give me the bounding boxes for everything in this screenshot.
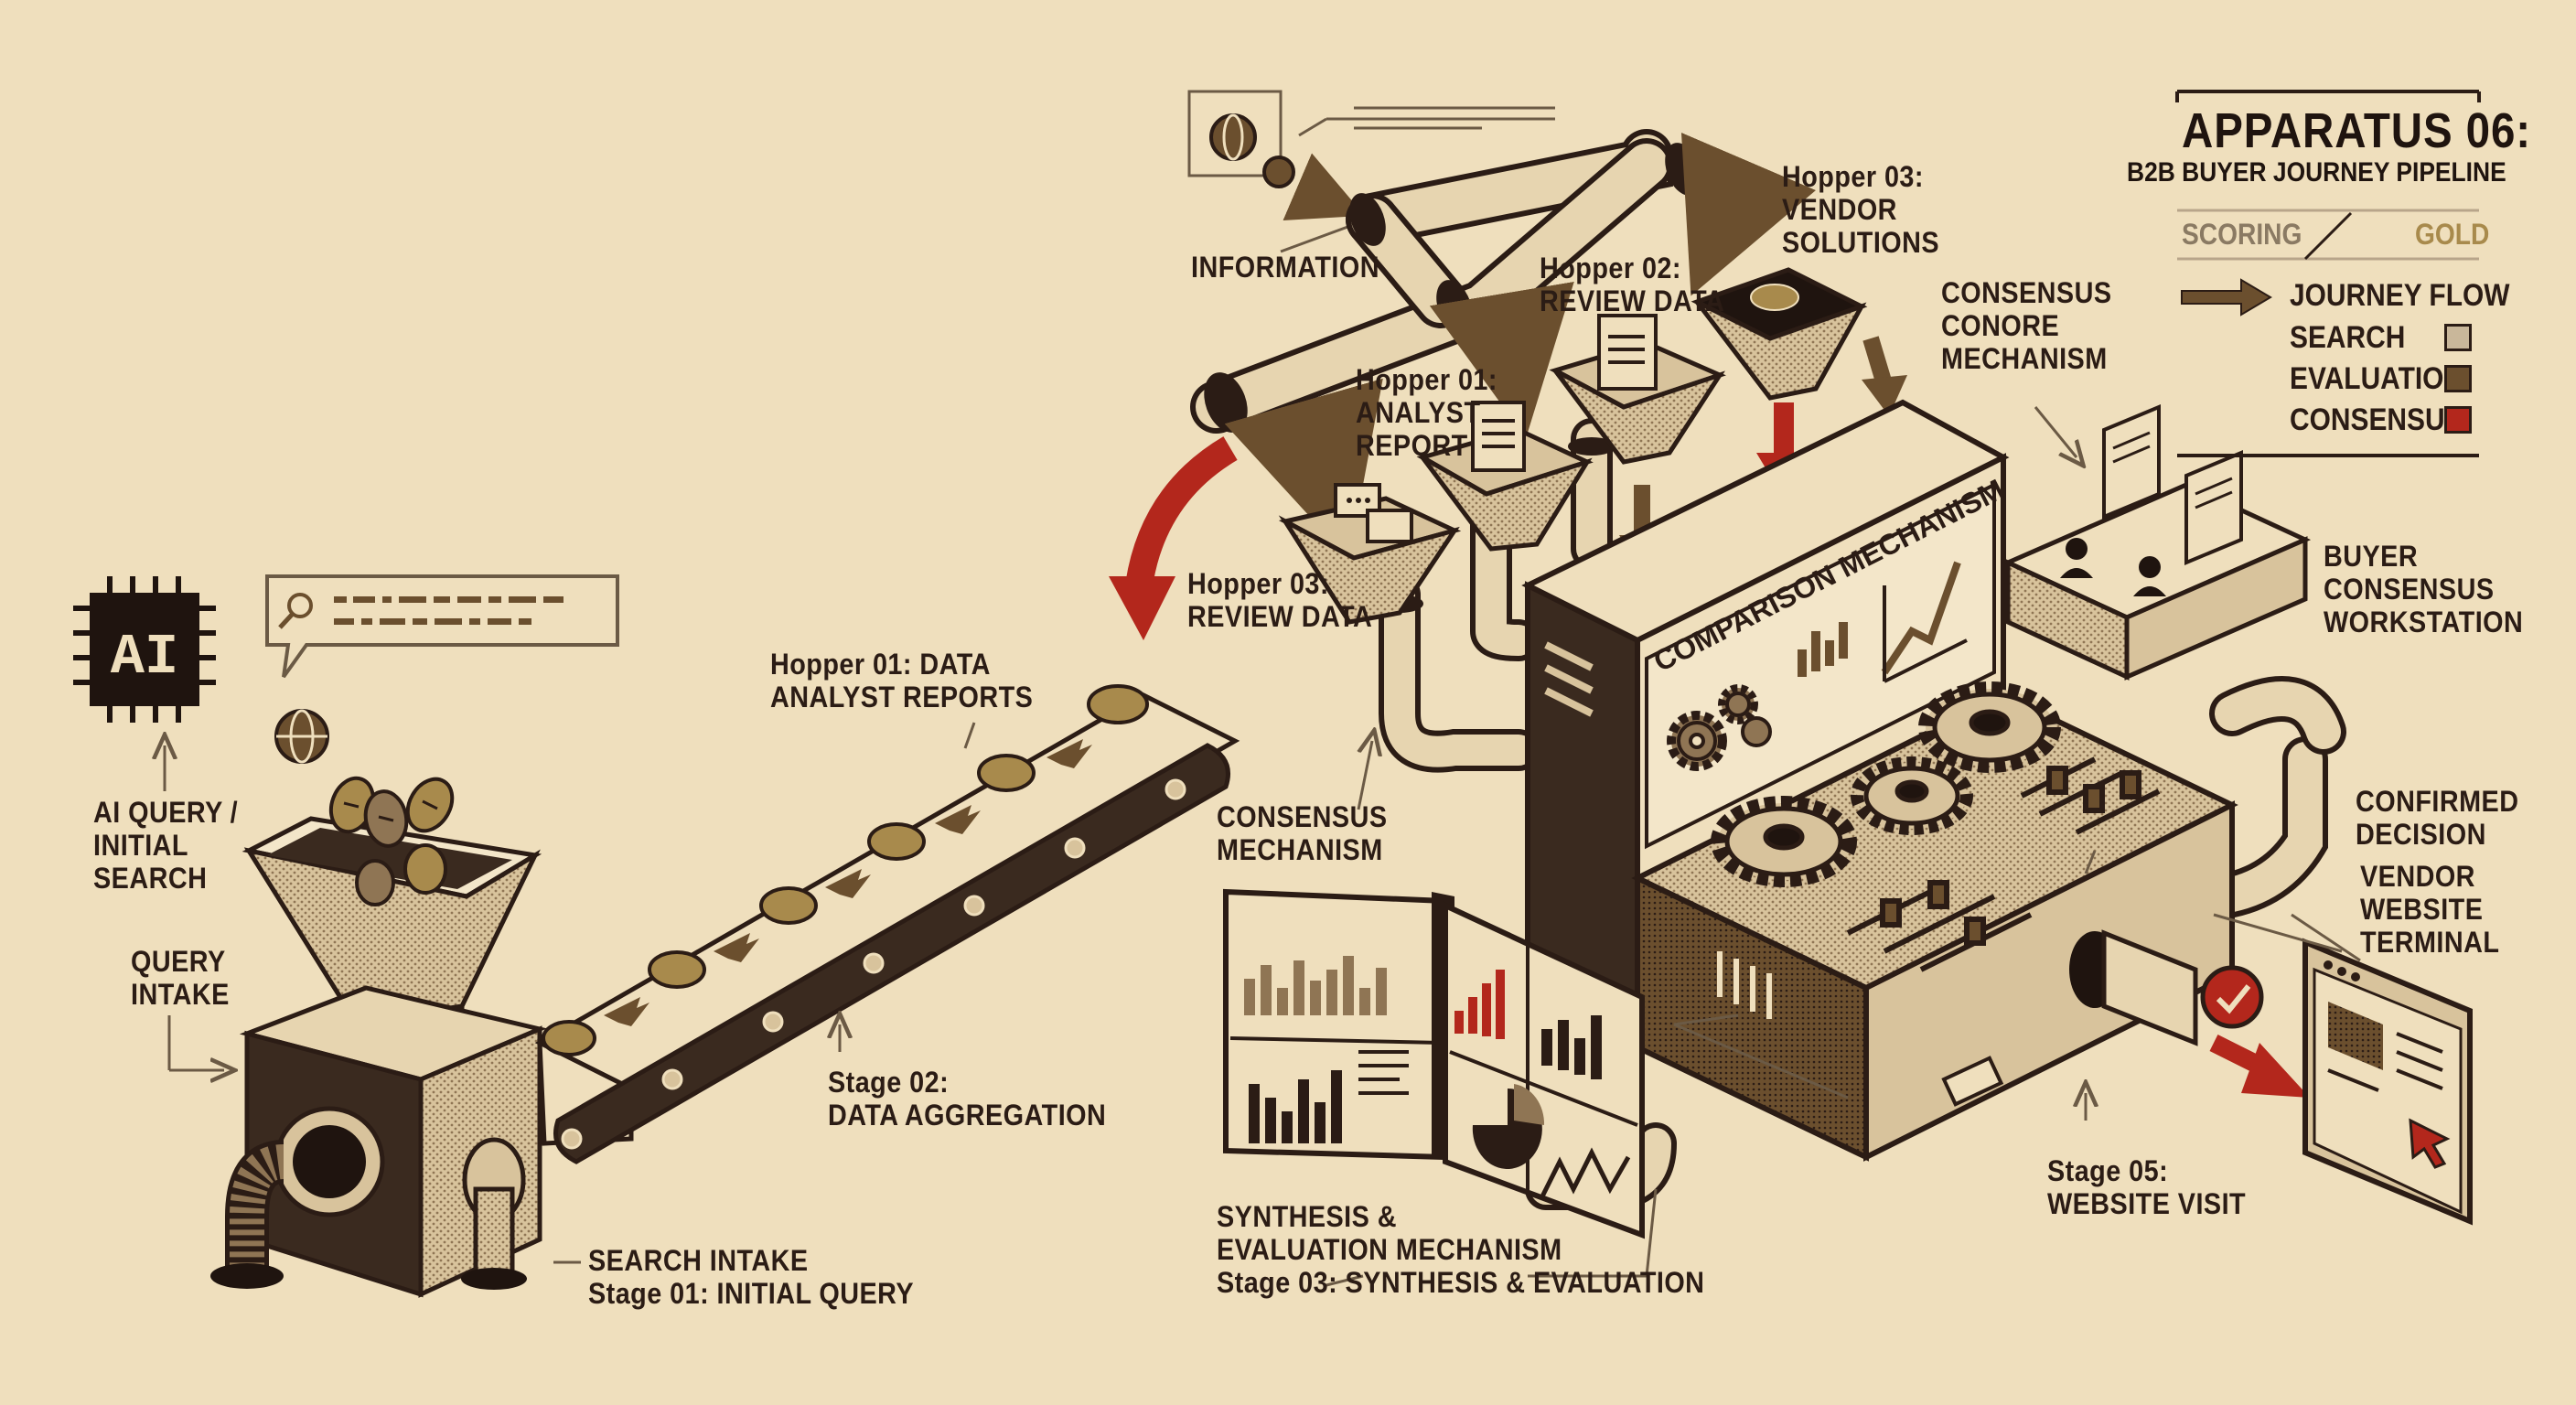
page-subtitle: B2B BUYER JOURNEY PIPELINE	[2127, 157, 2506, 188]
legend-flow-label: JOURNEY FLOW	[2290, 278, 2509, 314]
buyer-workstation	[2008, 407, 2305, 677]
legend-consensus-swatch	[2444, 406, 2472, 434]
page-title: APPARATUS 06:	[2182, 102, 2531, 159]
legend-search-swatch	[2444, 324, 2472, 351]
legend-consensus-label: CONSENSUS	[2290, 402, 2463, 438]
hopper03-review-label: Hopper 03:REVIEW DATA	[1187, 567, 1372, 633]
legend-search-label: SEARCH	[2290, 320, 2405, 356]
red-flow-arrow	[1139, 448, 1230, 585]
information-label: INFORMATION	[1191, 251, 1379, 284]
globe-icon	[276, 711, 327, 762]
stage02-label: Stage 02:DATA AGGREGATION	[828, 1066, 1106, 1132]
search-bubble	[267, 576, 617, 677]
hopper02-review-label: Hopper 02:REVIEW DATA	[1540, 252, 1724, 317]
legend-evaluation-label: EVALUATION	[2290, 361, 2463, 397]
intake-box	[210, 988, 540, 1294]
vendor-terminal	[2305, 942, 2470, 1221]
scoring-gold-label: GOLD	[2415, 218, 2489, 252]
stage05-label: Stage 05:WEBSITE VISIT	[2047, 1154, 2246, 1220]
scoring-label: SCORING	[2182, 218, 2302, 252]
legend-evaluation-swatch	[2444, 365, 2472, 392]
ai-chip-text: AI	[111, 625, 178, 690]
